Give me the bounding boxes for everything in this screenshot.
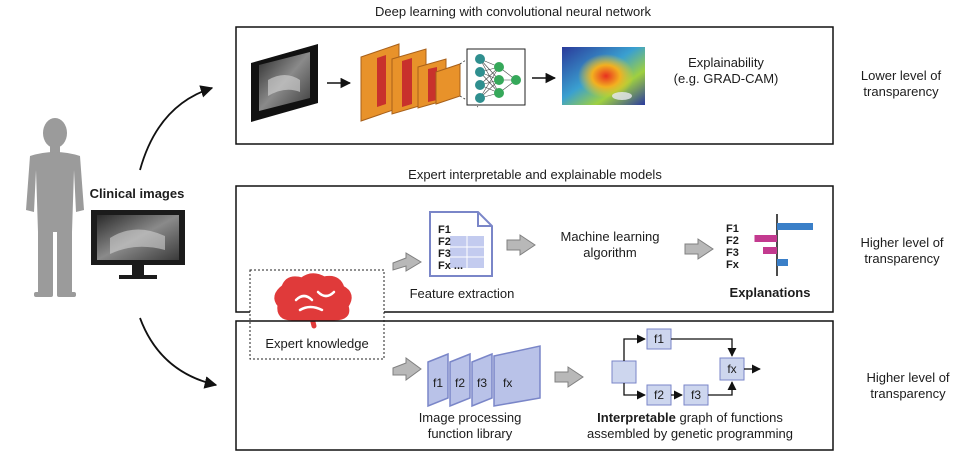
cnn-panel: [235, 26, 834, 145]
explanation-bar-f2: [754, 235, 777, 242]
top-level-line2: transparency: [863, 84, 939, 99]
input-xray-image: [251, 44, 318, 122]
feature-extraction-label: Feature extraction: [410, 286, 515, 301]
doc-feature-f2: F2: [438, 236, 451, 248]
middle-level-line2: transparency: [864, 251, 940, 266]
doc-feature-fx: Fx ...: [438, 260, 463, 272]
genetic-programming-panel: [235, 320, 834, 451]
node-label-f2: f2: [654, 388, 664, 402]
gray-arrow-to-graph: [554, 366, 584, 388]
bottom-level-line2: transparency: [870, 386, 946, 401]
explanations-label: Explanations: [730, 285, 811, 300]
node-label-fx: fx: [727, 362, 736, 376]
expl-feature-f1: F1: [726, 223, 739, 235]
explanation-bar-f1: [777, 223, 813, 230]
bottom-level-line1: Higher level of: [866, 370, 949, 385]
card-f2: f2: [455, 376, 465, 390]
graph-caption-line2: assembled by genetic programming: [587, 426, 793, 441]
curved-arrow-up: [139, 85, 214, 171]
node-label-f3: f3: [691, 388, 701, 402]
node-label-f1: f1: [654, 332, 664, 346]
gray-arrow-to-explanations: [684, 238, 714, 260]
card-f1: f1: [433, 376, 443, 390]
ml-line1: Machine learning: [560, 229, 659, 244]
gray-arrow-to-ml: [506, 234, 536, 256]
doc-feature-f3: F3: [438, 248, 451, 260]
middle-level-line1: Higher level of: [860, 235, 943, 250]
graph-input-node: [611, 360, 637, 384]
explanation-bar-chart: [754, 214, 813, 276]
feature-document-icon: [429, 211, 493, 277]
middle-heading: Expert interpretable and explainable mod…: [408, 167, 662, 182]
card-fx: fx: [503, 376, 512, 390]
explainability-line2: (e.g. GRAD-CAM): [674, 71, 779, 86]
library-line2: function library: [428, 426, 513, 441]
explainable-panel: [235, 185, 834, 313]
function-graph: [611, 328, 761, 406]
doc-feature-f1: F1: [438, 224, 451, 236]
curved-arrow-down: [139, 317, 218, 389]
ml-line2: algorithm: [583, 245, 636, 260]
neural-network-icon: [466, 48, 526, 106]
explanation-bar-f3: [763, 247, 777, 254]
graph-caption-rest: graph of functions: [676, 410, 783, 425]
explainability-line1: Explainability: [688, 55, 764, 70]
graph-caption-bold: Interpretable: [597, 410, 676, 425]
function-cards: [427, 345, 541, 408]
cnn-layers: [360, 43, 479, 122]
graph-caption-line1: Interpretable graph of functions: [597, 410, 783, 425]
monitor-icon: [91, 210, 185, 279]
gradcam-heatmap: [562, 47, 645, 105]
explanation-bar-fx: [777, 259, 788, 266]
card-f3: f3: [477, 376, 487, 390]
expl-feature-f2: F2: [726, 235, 739, 247]
top-level-line1: Lower level of: [861, 68, 942, 83]
top-heading: Deep learning with convolutional neural …: [375, 4, 652, 19]
clinician-figure: [26, 118, 84, 297]
gray-arrow-to-library: [392, 357, 422, 381]
clinical-images-label: Clinical images: [90, 186, 185, 201]
library-line1: Image processing: [419, 410, 522, 425]
expl-feature-f3: F3: [726, 247, 739, 259]
expl-feature-fx: Fx: [726, 259, 740, 271]
gray-arrow-to-features: [392, 252, 422, 272]
brain-icon: [274, 273, 352, 329]
expert-knowledge-label: Expert knowledge: [265, 336, 368, 351]
